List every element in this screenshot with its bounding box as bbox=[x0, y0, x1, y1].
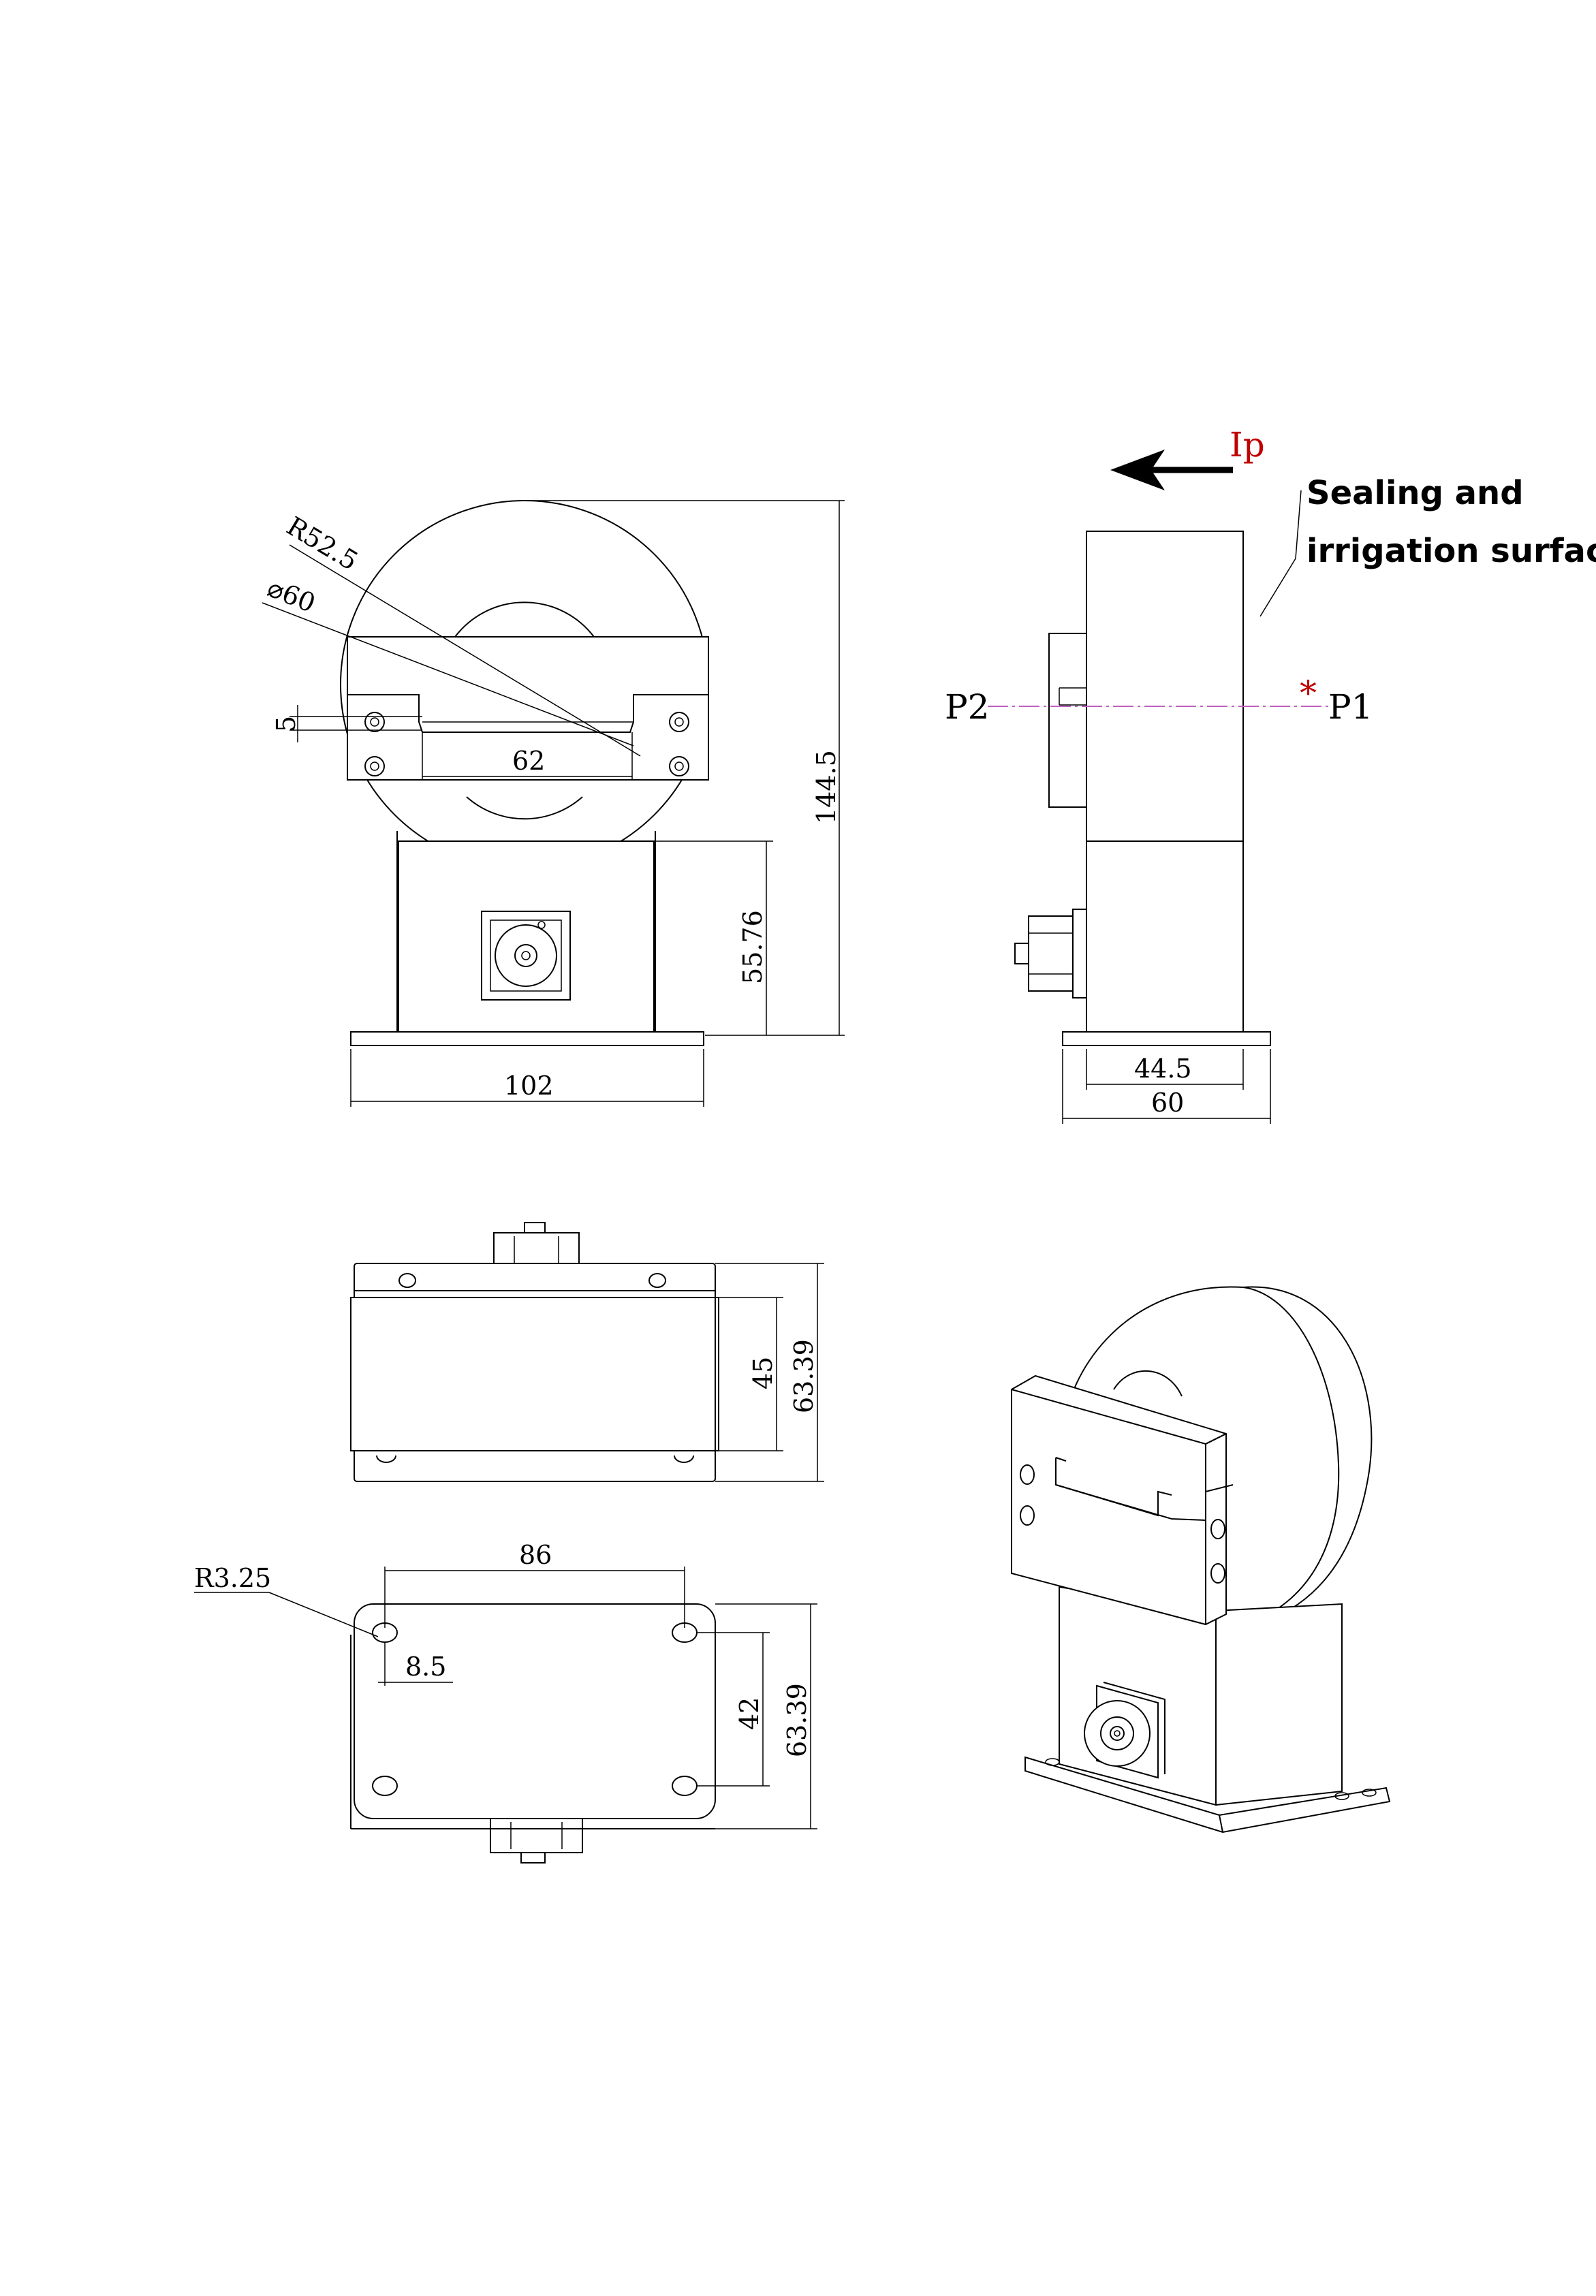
front-base-width-label: 102 bbox=[504, 1071, 554, 1101]
front-screws bbox=[364, 712, 689, 776]
front-clamp-bar bbox=[347, 636, 709, 781]
iso-connector bbox=[1084, 1682, 1165, 1779]
bottom-hole-radius-label: R3.25 bbox=[194, 1563, 271, 1593]
side-connector bbox=[1014, 909, 1087, 998]
front-radius-label: R52.5 bbox=[281, 511, 363, 576]
front-slot-width-label: 62 bbox=[512, 746, 545, 776]
front-stem bbox=[398, 840, 655, 1033]
front-base-height-label: 55.76 bbox=[738, 910, 768, 984]
top-holes bbox=[376, 1273, 694, 1463]
front-connector bbox=[481, 911, 571, 1001]
current-label: Ip bbox=[1230, 425, 1265, 465]
side-clamp-block bbox=[1048, 633, 1087, 808]
side-body-lower bbox=[1086, 840, 1244, 1033]
p2-label: P2 bbox=[945, 687, 989, 727]
bottom-hole-vertical-label: 42 bbox=[734, 1697, 764, 1730]
bottom-plate bbox=[354, 1603, 716, 1819]
iso-clamp-holes bbox=[1020, 1464, 1225, 1584]
front-base-plate bbox=[350, 1031, 704, 1046]
side-base-width-label: 60 bbox=[1151, 1088, 1184, 1118]
note-leader bbox=[1259, 490, 1302, 617]
iso-clamp-block bbox=[1011, 1374, 1227, 1626]
note-line-1: Sealing and bbox=[1306, 474, 1524, 512]
top-connector bbox=[493, 1222, 580, 1264]
isometric-view bbox=[1011, 1286, 1391, 1834]
side-body-upper bbox=[1086, 531, 1244, 842]
note-line-2: irrigation surface bbox=[1306, 532, 1596, 570]
front-view: R52.5 ⌀60 5 62 144.5 55.76 102 bbox=[262, 500, 845, 1107]
top-body bbox=[350, 1297, 719, 1451]
front-inner-circle-bottom bbox=[466, 796, 583, 820]
bottom-view: R3.25 86 8.5 42 63.39 bbox=[194, 1540, 817, 1863]
bottom-hole-offset-label: 8.5 bbox=[405, 1652, 446, 1682]
current-arrow-icon bbox=[1110, 450, 1233, 490]
front-inner-circle-top bbox=[454, 601, 595, 638]
polarity-mark: * bbox=[1300, 674, 1317, 713]
p1-label: P1 bbox=[1328, 687, 1373, 727]
top-inner-height-label: 45 bbox=[748, 1357, 778, 1389]
front-slot-depth-label: 5 bbox=[271, 716, 301, 732]
bottom-holes bbox=[372, 1622, 698, 1796]
bottom-outer-height-label: 63.39 bbox=[782, 1683, 812, 1757]
bottom-hole-spacing-label: 86 bbox=[519, 1540, 552, 1570]
side-base-plate bbox=[1062, 1031, 1271, 1046]
front-height-label: 144.5 bbox=[811, 750, 841, 824]
top-view: 45 63.39 bbox=[350, 1222, 824, 1482]
side-view: Ip Sealing and irrigation surface * P1 P… bbox=[945, 425, 1596, 1124]
front-diameter-label: ⌀60 bbox=[264, 573, 320, 618]
top-outer-height-label: 63.39 bbox=[789, 1339, 819, 1413]
side-body-width-label: 44.5 bbox=[1134, 1054, 1192, 1084]
bottom-connector bbox=[490, 1818, 583, 1863]
